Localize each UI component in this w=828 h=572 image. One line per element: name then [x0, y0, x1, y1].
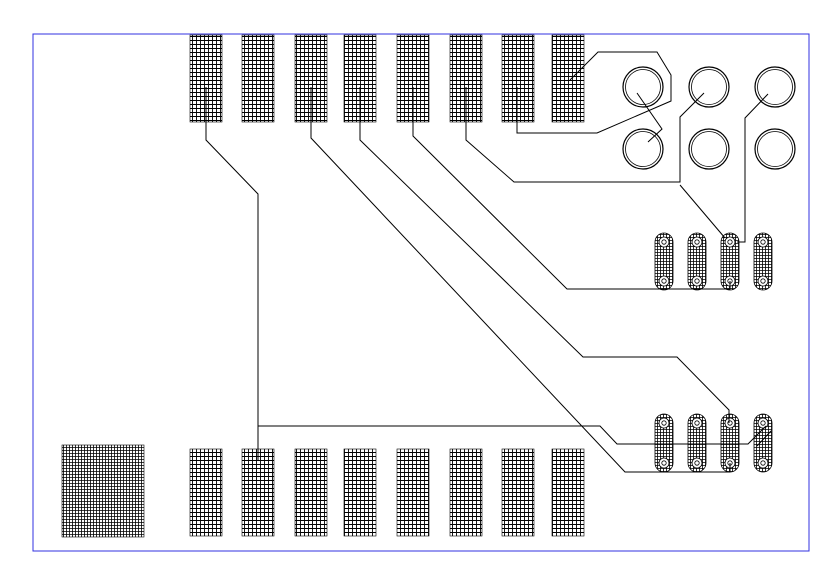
round-connector-pads	[622, 66, 796, 170]
top-pad-2[interactable]	[241, 34, 275, 123]
bottom-pad-row	[189, 448, 585, 537]
trace-oval-bottom-4-stub	[756, 430, 772, 447]
bottom-pad-5[interactable]	[396, 448, 430, 537]
large-ground-pad[interactable]	[61, 444, 145, 538]
trace-oval-top-3-to-round-top-3	[737, 93, 769, 243]
round-pad-bottom-1[interactable]	[622, 128, 664, 170]
trace-round-top-1-to-round-bottom-1	[636, 92, 663, 143]
trace-top-pad-4-to-oval-bottom-1	[359, 87, 730, 423]
round-pad-top-1[interactable]	[622, 66, 664, 108]
trace-top-pad-3-to-oval-bottom-3	[310, 87, 731, 473]
round-pad-bottom-2[interactable]	[688, 128, 730, 170]
bottom-pad-2[interactable]	[241, 448, 275, 537]
bottom-pad-8[interactable]	[551, 448, 585, 537]
bottom-pad-7[interactable]	[501, 448, 535, 537]
trace-bottom-pad-2-to-oval-bottom-4	[258, 425, 767, 445]
oval-pad-bottom-4[interactable]	[753, 413, 773, 473]
oval-pad-bottom-1[interactable]	[654, 413, 674, 473]
oval-pad-top-3[interactable]	[720, 232, 740, 291]
traces	[205, 51, 772, 473]
bottom-pad-3[interactable]	[294, 448, 328, 537]
oval-pad-top-4[interactable]	[753, 232, 773, 291]
top-pad-row	[189, 34, 585, 123]
oval-header-bottom	[654, 413, 773, 473]
oval-header-top	[654, 232, 773, 291]
bottom-pad-1[interactable]	[189, 448, 223, 537]
bottom-pad-6[interactable]	[449, 448, 483, 537]
trace-oval-top-3-stub	[679, 184, 726, 239]
oval-pad-bottom-2[interactable]	[687, 413, 707, 473]
trace-top-pad-1-to-bottom-pad-2	[205, 87, 259, 460]
top-pad-8[interactable]	[551, 34, 585, 123]
board-outline	[32, 33, 810, 552]
round-pad-bottom-3[interactable]	[754, 128, 796, 170]
top-pad-7[interactable]	[501, 34, 535, 123]
trace-top-pad-5-to-oval-top-3	[412, 87, 731, 290]
trace-top-pad-7-to-round-top-1	[516, 51, 672, 134]
round-pad-top-3[interactable]	[754, 66, 796, 108]
oval-pad-top-1[interactable]	[654, 232, 674, 291]
bottom-pad-4[interactable]	[343, 448, 377, 537]
oval-pad-top-2[interactable]	[687, 232, 707, 291]
trace-top-pad-6-to-round-bottom-1	[465, 87, 705, 183]
round-pad-top-2[interactable]	[688, 66, 730, 108]
